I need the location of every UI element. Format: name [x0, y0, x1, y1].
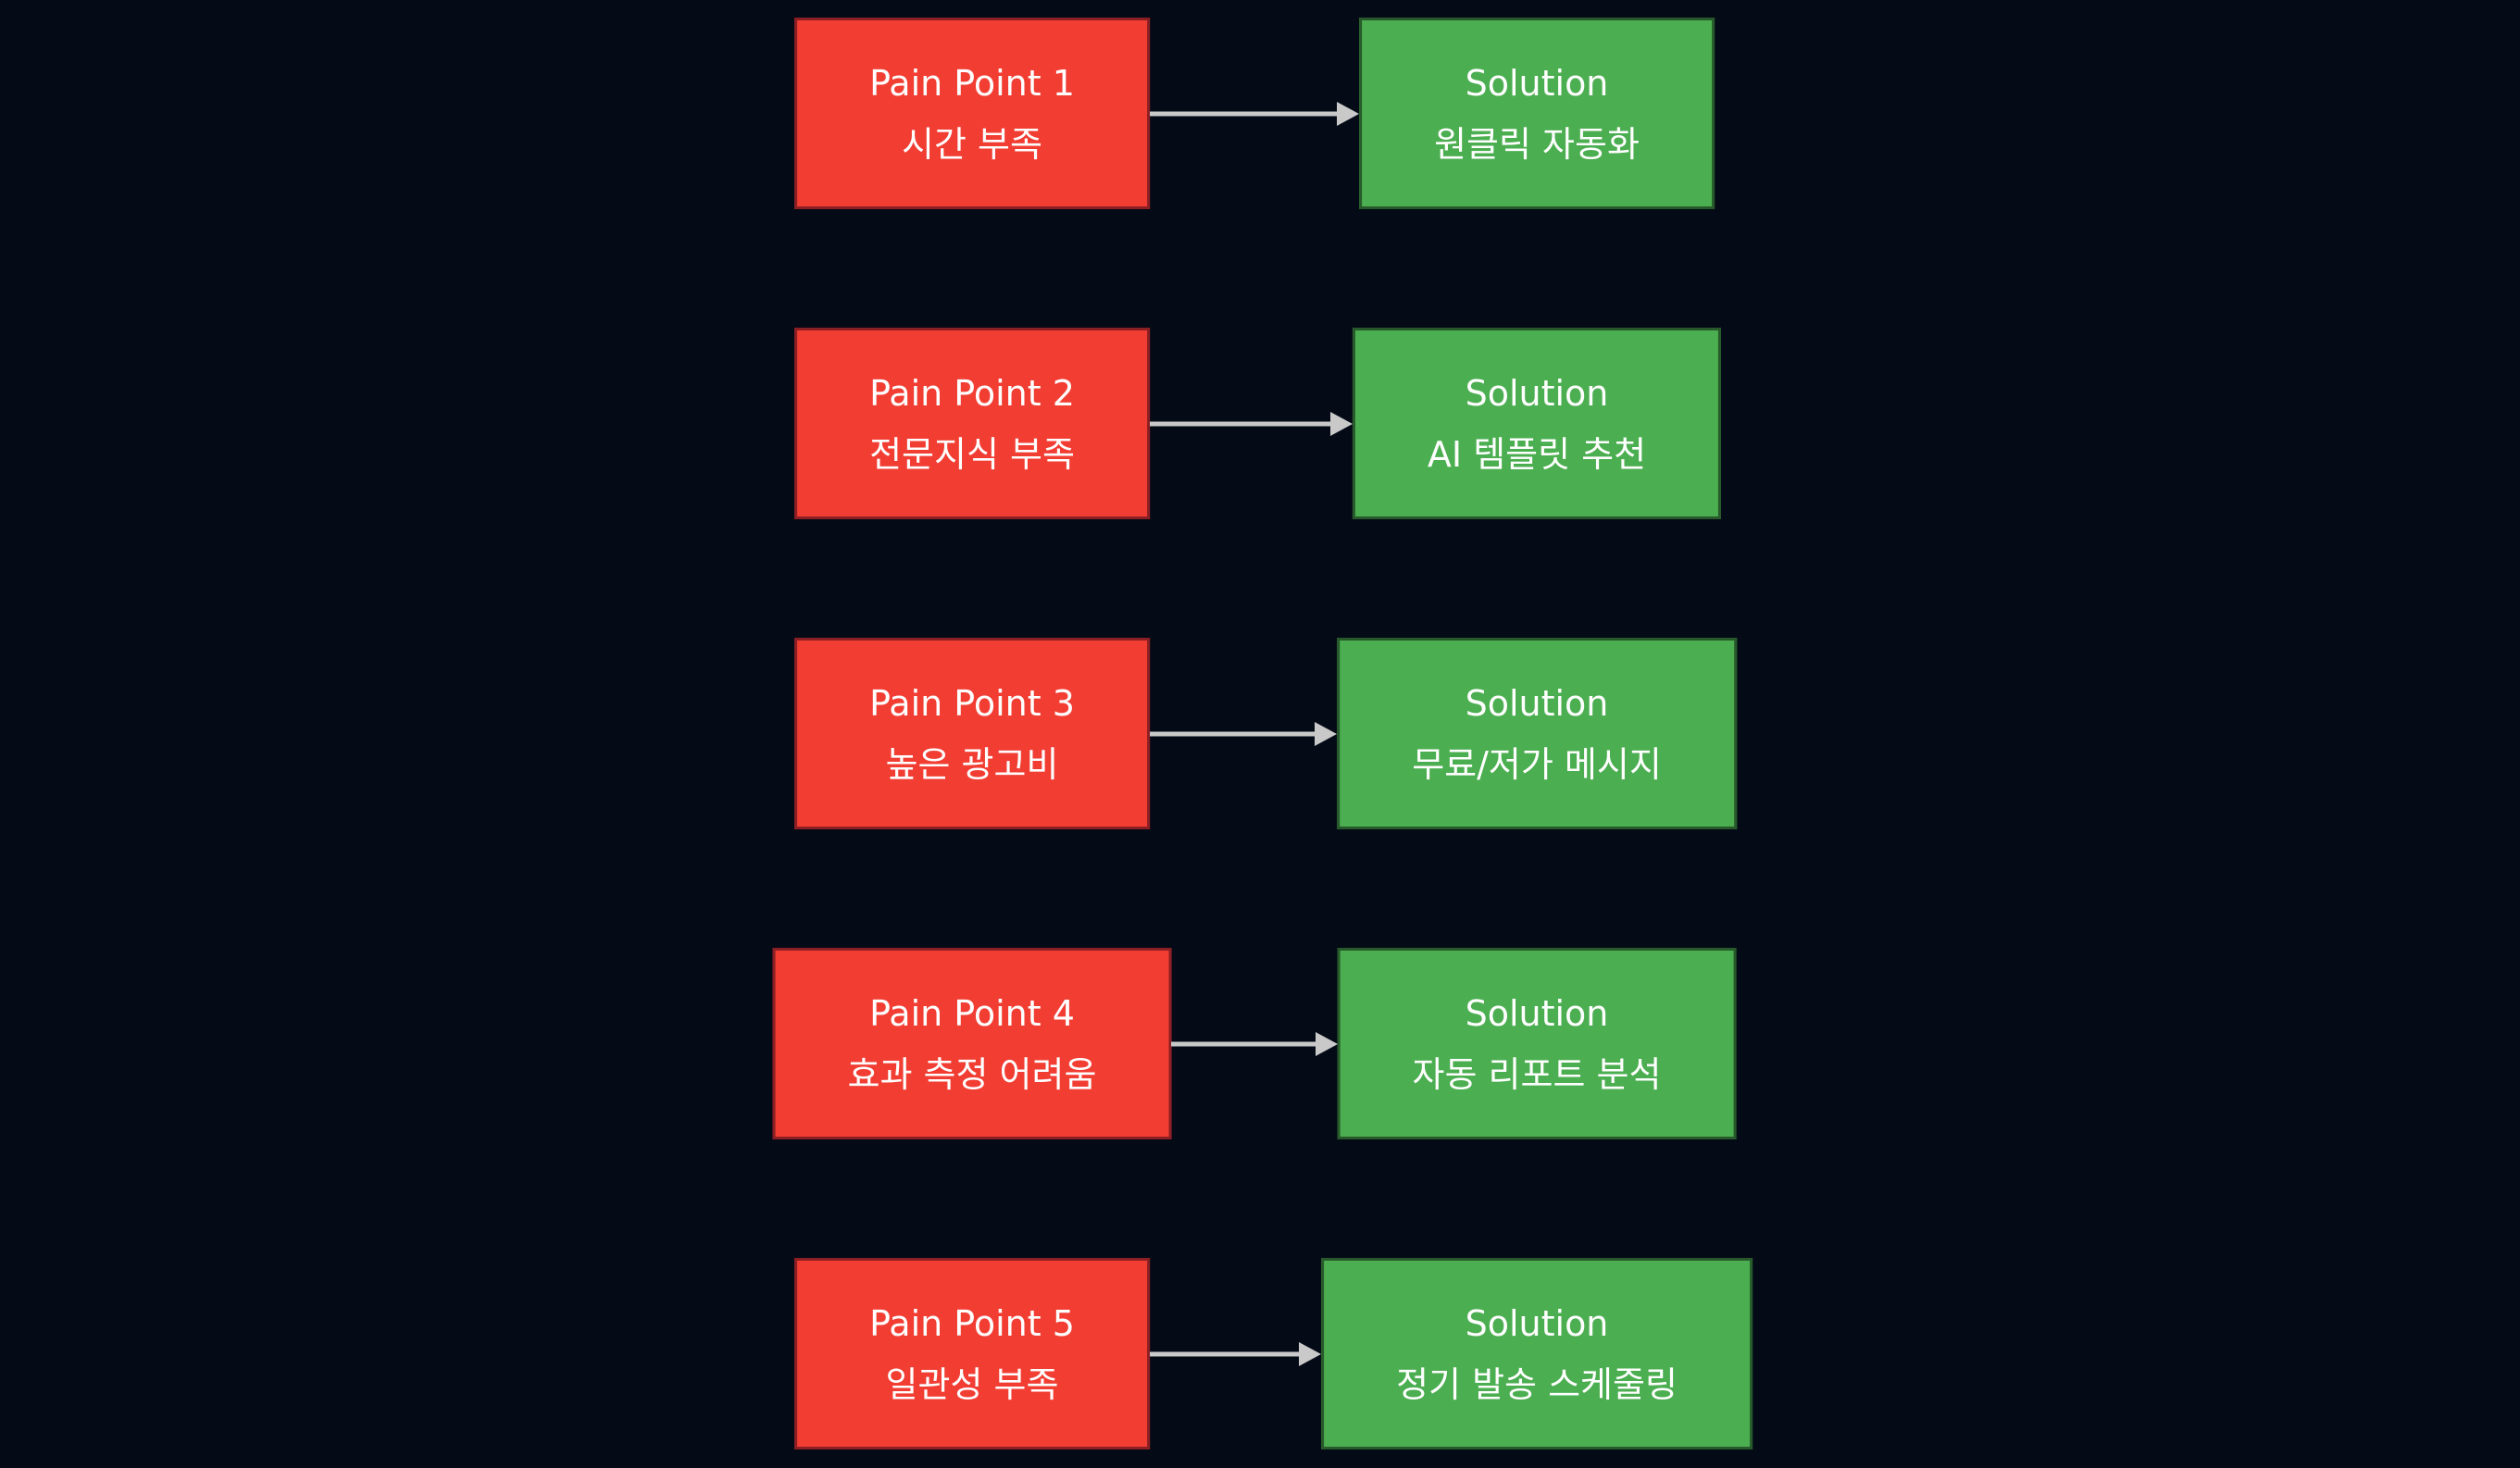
- box-title: Pain Point 2: [869, 372, 1075, 414]
- box-title: Solution: [1465, 992, 1609, 1034]
- box-title: Pain Point 3: [869, 682, 1075, 724]
- flow-row: Pain Point 4 효과 측정 어려움 Solution 자동 리포트 분…: [0, 948, 2520, 1139]
- pain-point-box: Pain Point 5 일관성 부족: [794, 1258, 1150, 1449]
- solution-box: Solution AI 템플릿 추천: [1352, 328, 1722, 519]
- pain-point-box: Pain Point 1 시간 부족: [794, 18, 1150, 209]
- box-subtitle: 시간 부족: [902, 123, 1042, 165]
- box-subtitle: 원클릭 자동화: [1434, 123, 1640, 165]
- flow-row: Pain Point 3 높은 광고비 Solution 무료/저가 메시지: [0, 638, 2520, 829]
- arrow-shaft: [1149, 421, 1334, 426]
- arrow-head-icon: [1329, 411, 1353, 436]
- arrow-head-icon: [1337, 101, 1360, 126]
- flow-row: Pain Point 5 일관성 부족 Solution 정기 발송 스케줄링: [0, 1258, 2520, 1449]
- pain-point-box: Pain Point 3 높은 광고비: [794, 638, 1150, 829]
- box-subtitle: AI 템플릿 추천: [1427, 433, 1647, 475]
- arrow-head-icon: [1315, 1031, 1338, 1056]
- solution-box: Solution 원클릭 자동화: [1359, 18, 1715, 209]
- arrow-shaft: [1149, 731, 1319, 736]
- box-title: Pain Point 4: [869, 992, 1075, 1034]
- flow-row: Pain Point 2 전문지식 부족 Solution AI 템플릿 추천: [0, 328, 2520, 519]
- box-subtitle: 전문지식 부족: [869, 433, 1075, 475]
- box-subtitle: 높은 광고비: [885, 743, 1059, 785]
- box-title: Solution: [1465, 1302, 1609, 1344]
- box-title: Pain Point 1: [869, 62, 1075, 104]
- arrow-shaft: [1149, 1351, 1304, 1356]
- box-subtitle: 무료/저가 메시지: [1412, 743, 1662, 785]
- arrow-shaft: [1171, 1041, 1319, 1046]
- flow-arrow: [1149, 721, 1338, 746]
- flow-row: Pain Point 1 시간 부족 Solution 원클릭 자동화: [0, 18, 2520, 209]
- pain-point-box: Pain Point 2 전문지식 부족: [794, 328, 1150, 519]
- box-title: Solution: [1465, 682, 1609, 724]
- box-subtitle: 효과 측정 어려움: [847, 1053, 1097, 1095]
- box-subtitle: 자동 리포트 분석: [1412, 1053, 1662, 1095]
- solution-box: Solution 정기 발송 스케줄링: [1321, 1258, 1753, 1449]
- arrow-head-icon: [1315, 721, 1338, 746]
- flow-arrow: [1149, 1341, 1322, 1366]
- box-title: Solution: [1465, 62, 1609, 104]
- arrow-head-icon: [1299, 1341, 1322, 1366]
- solution-box: Solution 자동 리포트 분석: [1337, 948, 1737, 1139]
- box-title: Solution: [1465, 372, 1609, 414]
- flow-arrow: [1149, 411, 1353, 436]
- pain-point-box: Pain Point 4 효과 측정 어려움: [772, 948, 1172, 1139]
- arrow-shaft: [1149, 111, 1341, 116]
- box-subtitle: 일관성 부족: [885, 1363, 1059, 1405]
- solution-box: Solution 무료/저가 메시지: [1337, 638, 1737, 829]
- flow-arrow: [1149, 101, 1360, 126]
- box-title: Pain Point 5: [869, 1302, 1075, 1344]
- box-subtitle: 정기 발송 스케줄링: [1396, 1363, 1678, 1405]
- flow-arrow: [1171, 1031, 1338, 1056]
